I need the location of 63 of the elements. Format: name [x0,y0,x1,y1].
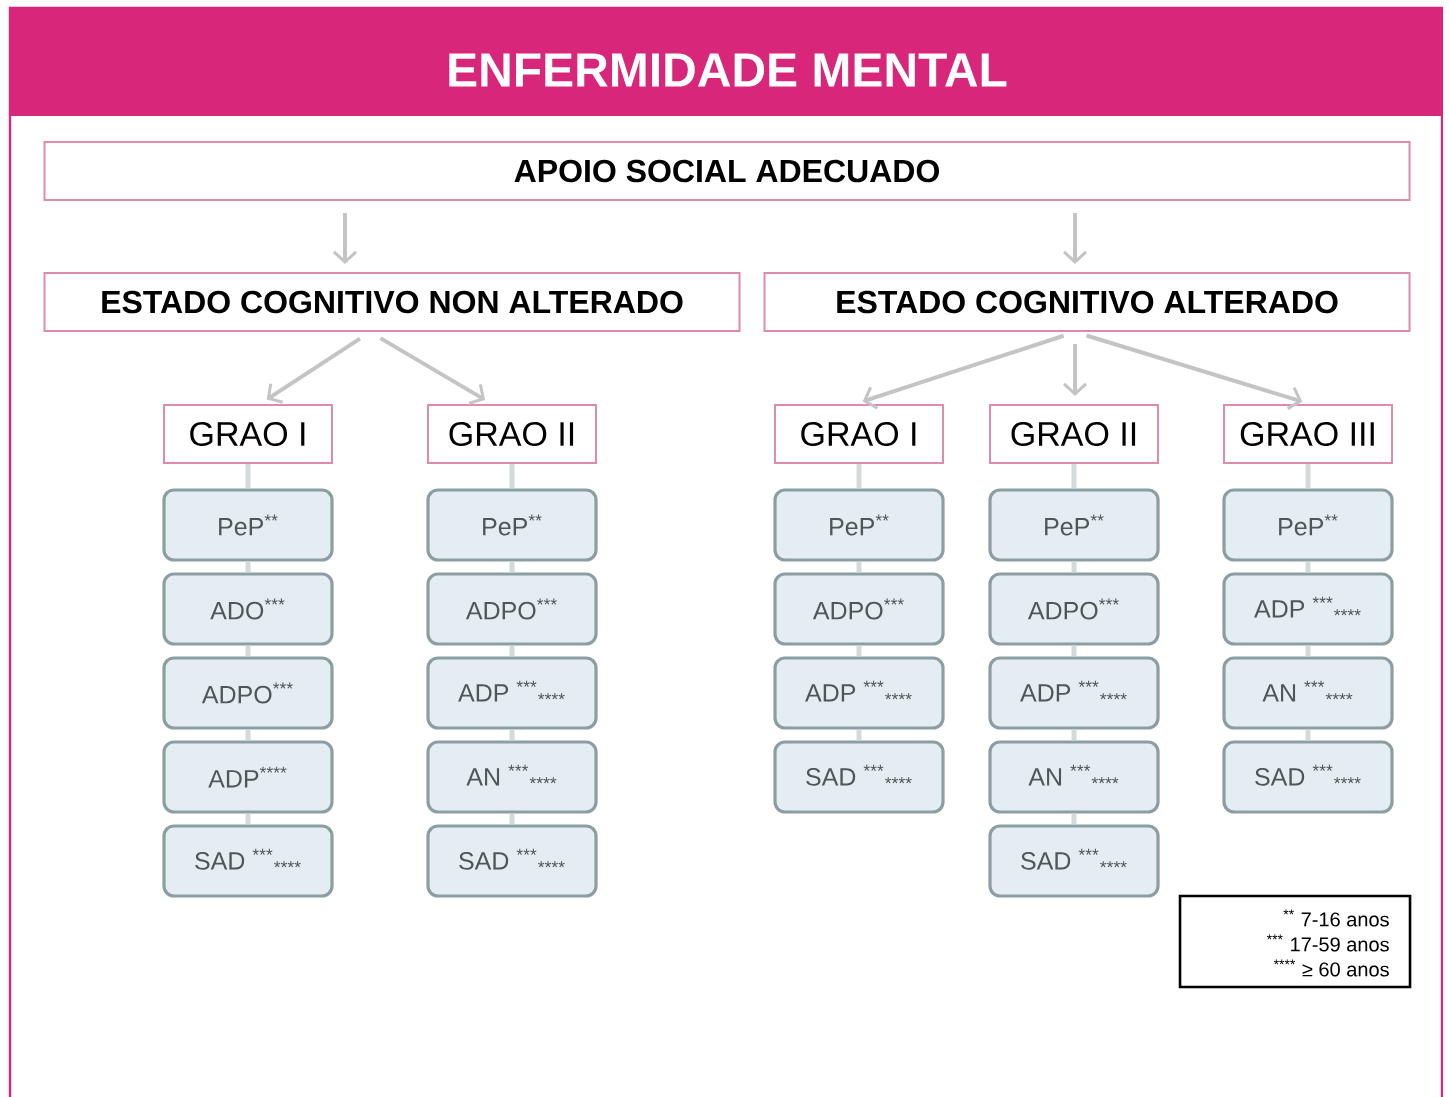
connector-line [856,464,862,489]
item-box: PeP$^{**}$ [988,488,1160,562]
item-box: PeP$^{**}$ [773,488,945,562]
connector-line [245,729,251,741]
item-box: PeP$^{**}$ [426,488,598,562]
item-box: PeP$^{**}$ [162,488,334,562]
connector-line [1071,561,1077,573]
connector-line [1305,464,1311,489]
connector-line [509,729,515,741]
connector-line [509,813,515,825]
grade-box: GRAO III [1223,404,1394,464]
heading-box: APOIO SOCIAL ADECUADO [43,141,1411,201]
connector-line [245,813,251,825]
connector-line [856,645,862,657]
connector-line [1305,729,1311,741]
item-box: ADP$^{****}$ [162,740,334,814]
connector-line [245,464,251,489]
arrow [333,213,357,264]
heading-box: ESTADO COGNITIVO NON ALTERADO [43,272,741,332]
item-box: SAD $^{***}$**** [1222,740,1394,814]
heading-box: ESTADO COGNITIVO ALTERADO [763,272,1411,332]
header-band: ENFERMIDADE MENTAL [10,8,1442,116]
arrow [862,333,1065,410]
arrow [1063,344,1088,396]
item-box: AN $^{***}$**** [1222,656,1394,730]
grade-box: GRAO II [989,404,1159,464]
item-box: SAD $^{***}$**** [426,824,598,898]
item-box: ADP $^{***}$**** [773,656,945,730]
item-box: ADPO$^{***}$ [773,572,945,646]
arrow [1085,333,1303,410]
item-box: SAD $^{***}$**** [162,824,334,898]
connector-line [245,645,251,657]
connector-line [1305,561,1311,573]
connector-line [1071,729,1077,741]
arrow [266,336,362,404]
item-box: ADO$^{***}$ [162,572,334,646]
item-box: ADPO$^{***}$ [162,656,334,730]
connector-line [856,729,862,741]
connector-line [509,645,515,657]
connector-line [1071,813,1077,825]
connector-line [1071,645,1077,657]
arrow [1063,213,1088,264]
connector-line [245,561,251,573]
grade-box: GRAO II [427,404,597,464]
item-box: SAD $^{***}$**** [988,824,1160,898]
item-box: PeP$^{**}$ [1222,488,1394,562]
connector-line [509,464,515,489]
item-box: ADP $^{***}$**** [1222,572,1394,646]
grade-box: GRAO I [774,404,944,464]
item-box: ADPO$^{***}$ [426,572,598,646]
grade-box: GRAO I [163,404,333,464]
connector-line [509,561,515,573]
item-box: ADPO$^{***}$ [988,572,1160,646]
item-box: AN $^{***}$**** [988,740,1160,814]
connector-line [856,561,862,573]
item-box: SAD $^{***}$**** [773,740,945,814]
connector-line [1071,464,1077,489]
item-box: ADP $^{***}$**** [426,656,598,730]
connector-line [1305,645,1311,657]
item-box: AN $^{***}$**** [426,740,598,814]
item-box: ADP $^{***}$**** [988,656,1160,730]
key-box: $^{**}$ 7-16 anos $^{***}$ 17-59 anos $^{****}$ ≥ 60 anos [1178,894,1412,989]
arrow [379,336,486,405]
